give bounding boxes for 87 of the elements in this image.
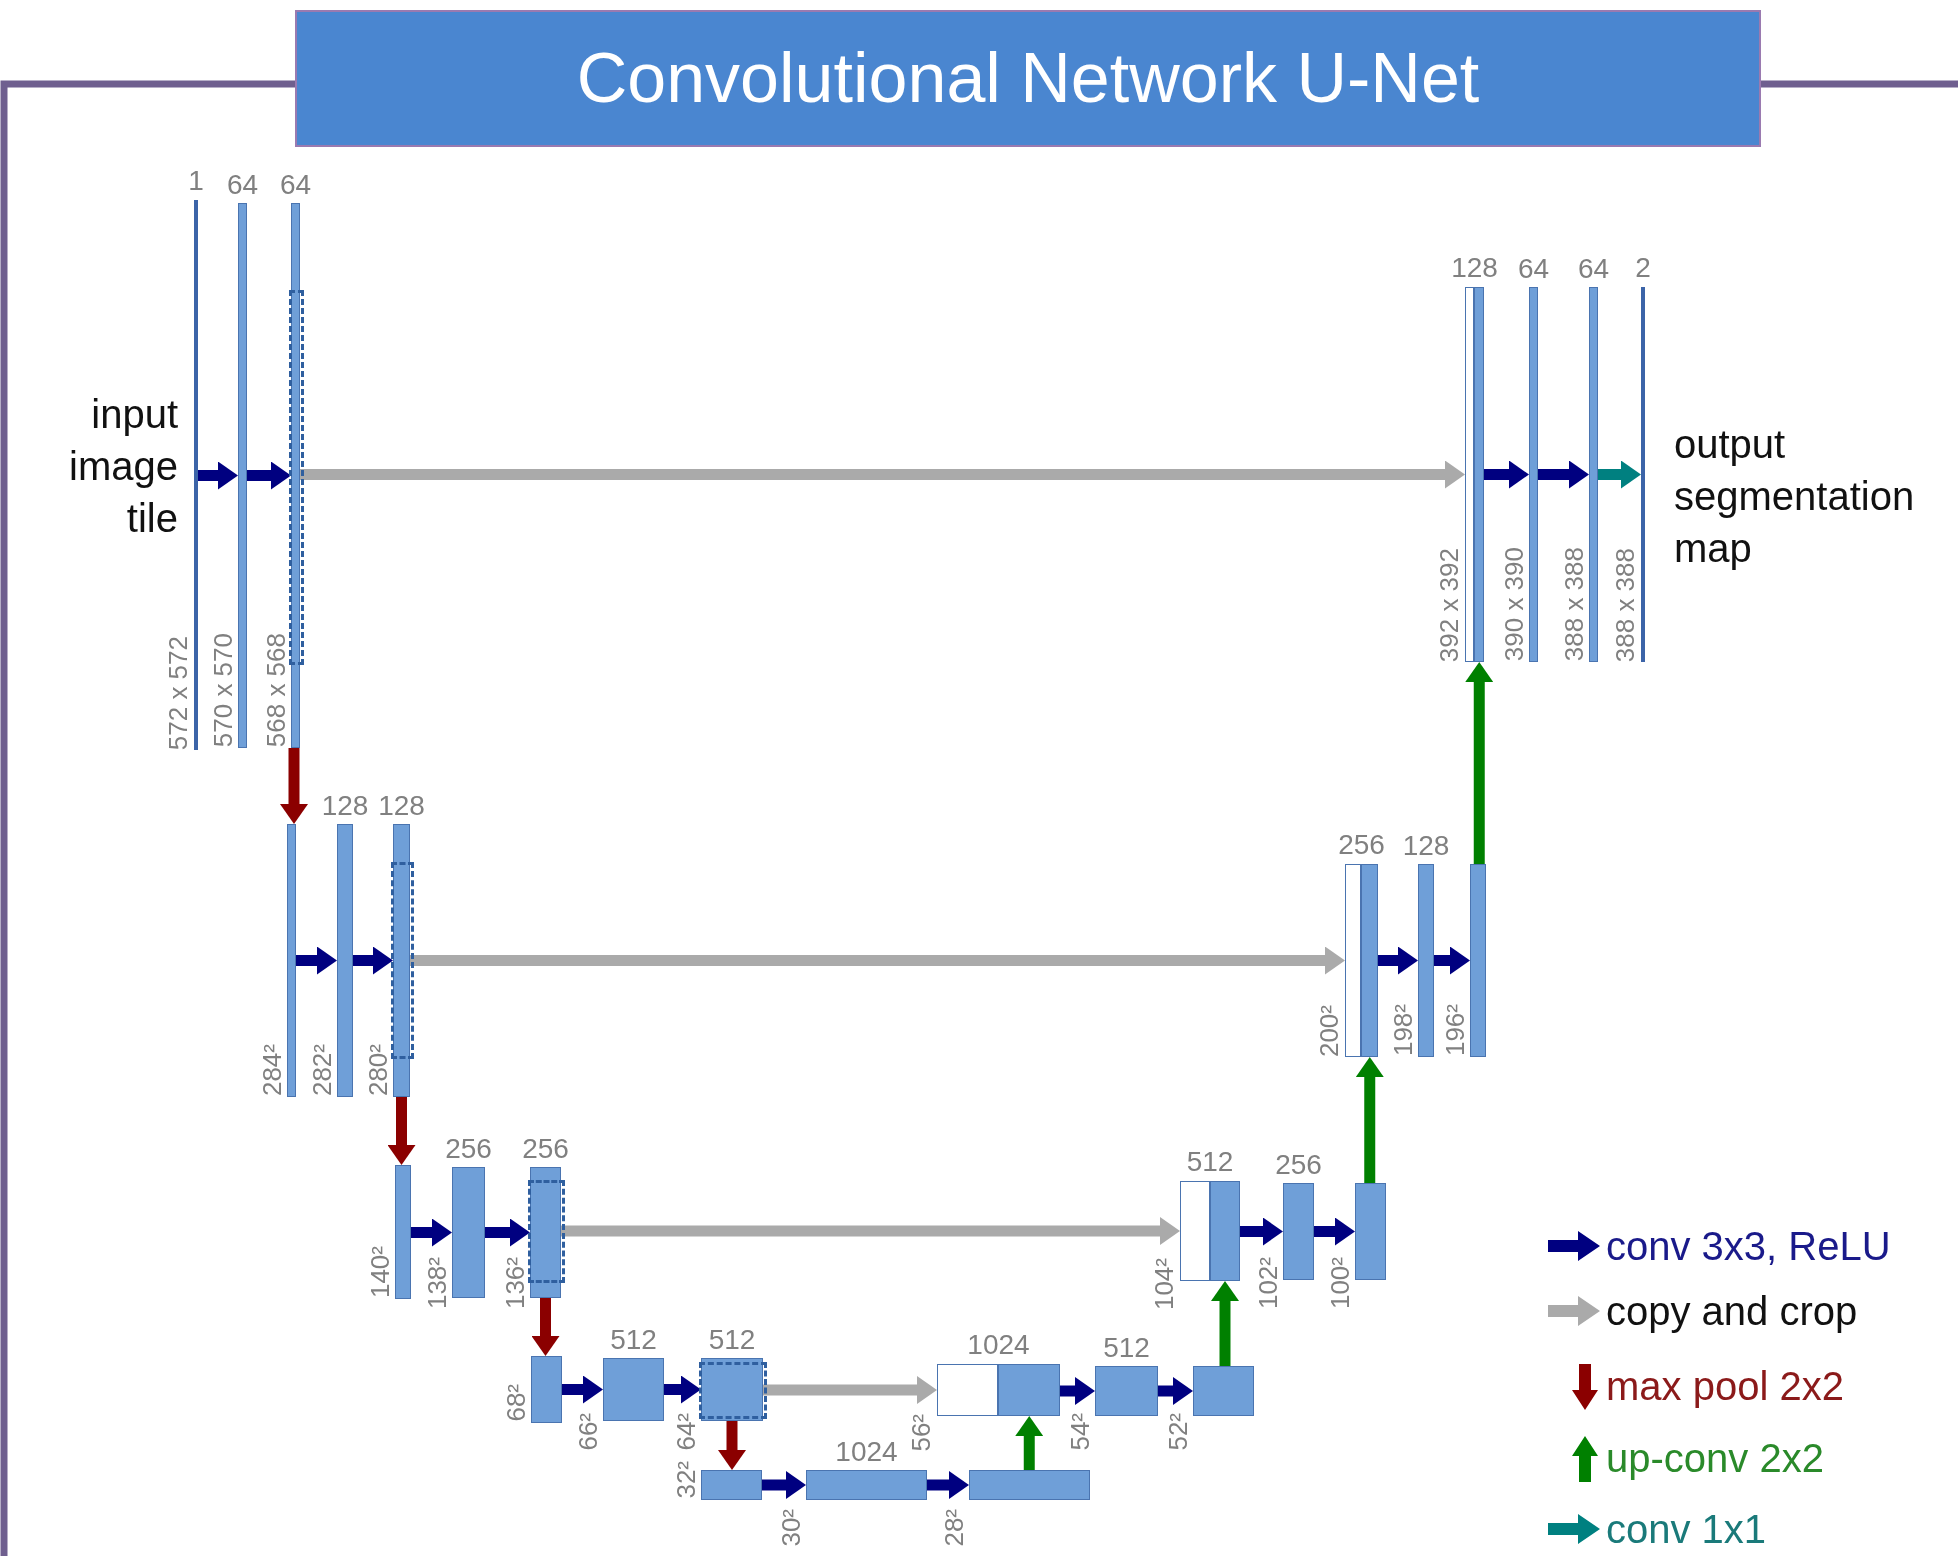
size-label: 136²	[502, 1256, 528, 1309]
arrow	[353, 946, 393, 975]
channel-count: 64	[226, 171, 259, 199]
legend-label: max pool 2x2	[1606, 1363, 1844, 1410]
size-label: 388 x 388	[1612, 547, 1638, 662]
size-label: 56²	[908, 1414, 934, 1452]
arrow	[762, 1471, 806, 1499]
arrow	[296, 946, 337, 975]
channel-count: 256	[522, 1135, 569, 1163]
arrow	[1158, 1377, 1193, 1405]
arrow	[198, 461, 238, 490]
size-label: 30²	[778, 1509, 804, 1547]
arrow	[410, 946, 1345, 975]
legend-label: copy and crop	[1606, 1288, 1858, 1335]
channel-count: 512	[610, 1326, 657, 1354]
channel-count: 1024	[967, 1331, 1030, 1359]
output-label: output segmentation map	[1674, 421, 1916, 572]
size-label: 104²	[1151, 1257, 1177, 1310]
size-label: 568 x 568	[263, 632, 289, 747]
arrow	[763, 1376, 937, 1404]
arrow	[1015, 1416, 1044, 1470]
arrow	[531, 1298, 560, 1356]
arrow	[1211, 1281, 1239, 1366]
arrow	[1465, 662, 1494, 864]
size-label: 66²	[575, 1413, 601, 1451]
legend-label: up-conv 2x2	[1606, 1435, 1824, 1482]
arrow	[1598, 460, 1641, 489]
size-label: 282²	[309, 1043, 335, 1096]
size-label: 392 x 392	[1436, 547, 1462, 662]
size-label: 54²	[1067, 1413, 1093, 1451]
channel-count: 64	[1577, 255, 1610, 283]
arrow	[247, 461, 291, 490]
size-label: 572 x 572	[165, 635, 191, 750]
channel-count: 1024	[835, 1438, 898, 1466]
legend-label: conv 3x3, ReLU	[1606, 1223, 1891, 1270]
arrow	[1240, 1217, 1283, 1246]
size-label: 68²	[503, 1384, 529, 1422]
title: Convolutional Network U-Net	[295, 10, 1761, 147]
arrow	[411, 1218, 452, 1247]
size-label: 100²	[1327, 1256, 1353, 1309]
size-label: 102²	[1255, 1256, 1281, 1309]
arrow	[664, 1375, 701, 1404]
channel-count: 128	[1402, 832, 1450, 860]
arrow	[1434, 946, 1470, 975]
arrow	[562, 1375, 603, 1404]
channel-count: 128	[321, 792, 369, 820]
channel-count: 256	[445, 1135, 492, 1163]
arrow	[1060, 1377, 1095, 1405]
arrow	[561, 1217, 1180, 1245]
size-label: 196²	[1442, 1003, 1468, 1056]
arrow	[1538, 460, 1589, 489]
arrow	[1484, 460, 1529, 489]
size-label: 52²	[1165, 1413, 1191, 1451]
channel-count: 128	[1451, 254, 1498, 282]
channel-count: 2	[1635, 254, 1651, 282]
channel-count: 256	[1338, 831, 1385, 859]
size-label: 32²	[673, 1461, 699, 1499]
arrow	[387, 1097, 416, 1165]
channel-count: 128	[378, 792, 425, 820]
channel-count: 512	[1103, 1334, 1150, 1362]
arrow	[927, 1471, 969, 1499]
arrow	[718, 1421, 746, 1470]
size-label: 28²	[941, 1509, 967, 1547]
arrow	[1378, 946, 1418, 975]
channel-count: 256	[1275, 1151, 1322, 1179]
size-label: 198²	[1390, 1003, 1416, 1056]
arrow	[485, 1218, 530, 1247]
channel-count: 64	[1517, 255, 1550, 283]
channel-count: 512	[1186, 1148, 1234, 1176]
arrow	[1355, 1057, 1384, 1183]
size-label: 64²	[673, 1413, 699, 1451]
channel-count: 512	[708, 1326, 756, 1354]
size-label: 388 x 388	[1561, 546, 1587, 661]
size-label: 138²	[424, 1256, 450, 1309]
size-label: 390 x 390	[1501, 546, 1527, 661]
size-label: 280²	[365, 1043, 391, 1096]
legend-label: conv 1x1	[1606, 1506, 1767, 1553]
arrow	[280, 748, 308, 824]
input-label: input image tile	[68, 391, 178, 542]
arrow	[300, 460, 1465, 489]
channel-count: 64	[279, 171, 312, 199]
size-label: 140²	[367, 1245, 393, 1298]
arrow	[1314, 1217, 1355, 1246]
size-label: 570 x 570	[210, 632, 236, 747]
size-label: 284²	[259, 1043, 285, 1096]
channel-count: 1	[188, 167, 204, 195]
size-label: 200²	[1316, 1004, 1342, 1057]
